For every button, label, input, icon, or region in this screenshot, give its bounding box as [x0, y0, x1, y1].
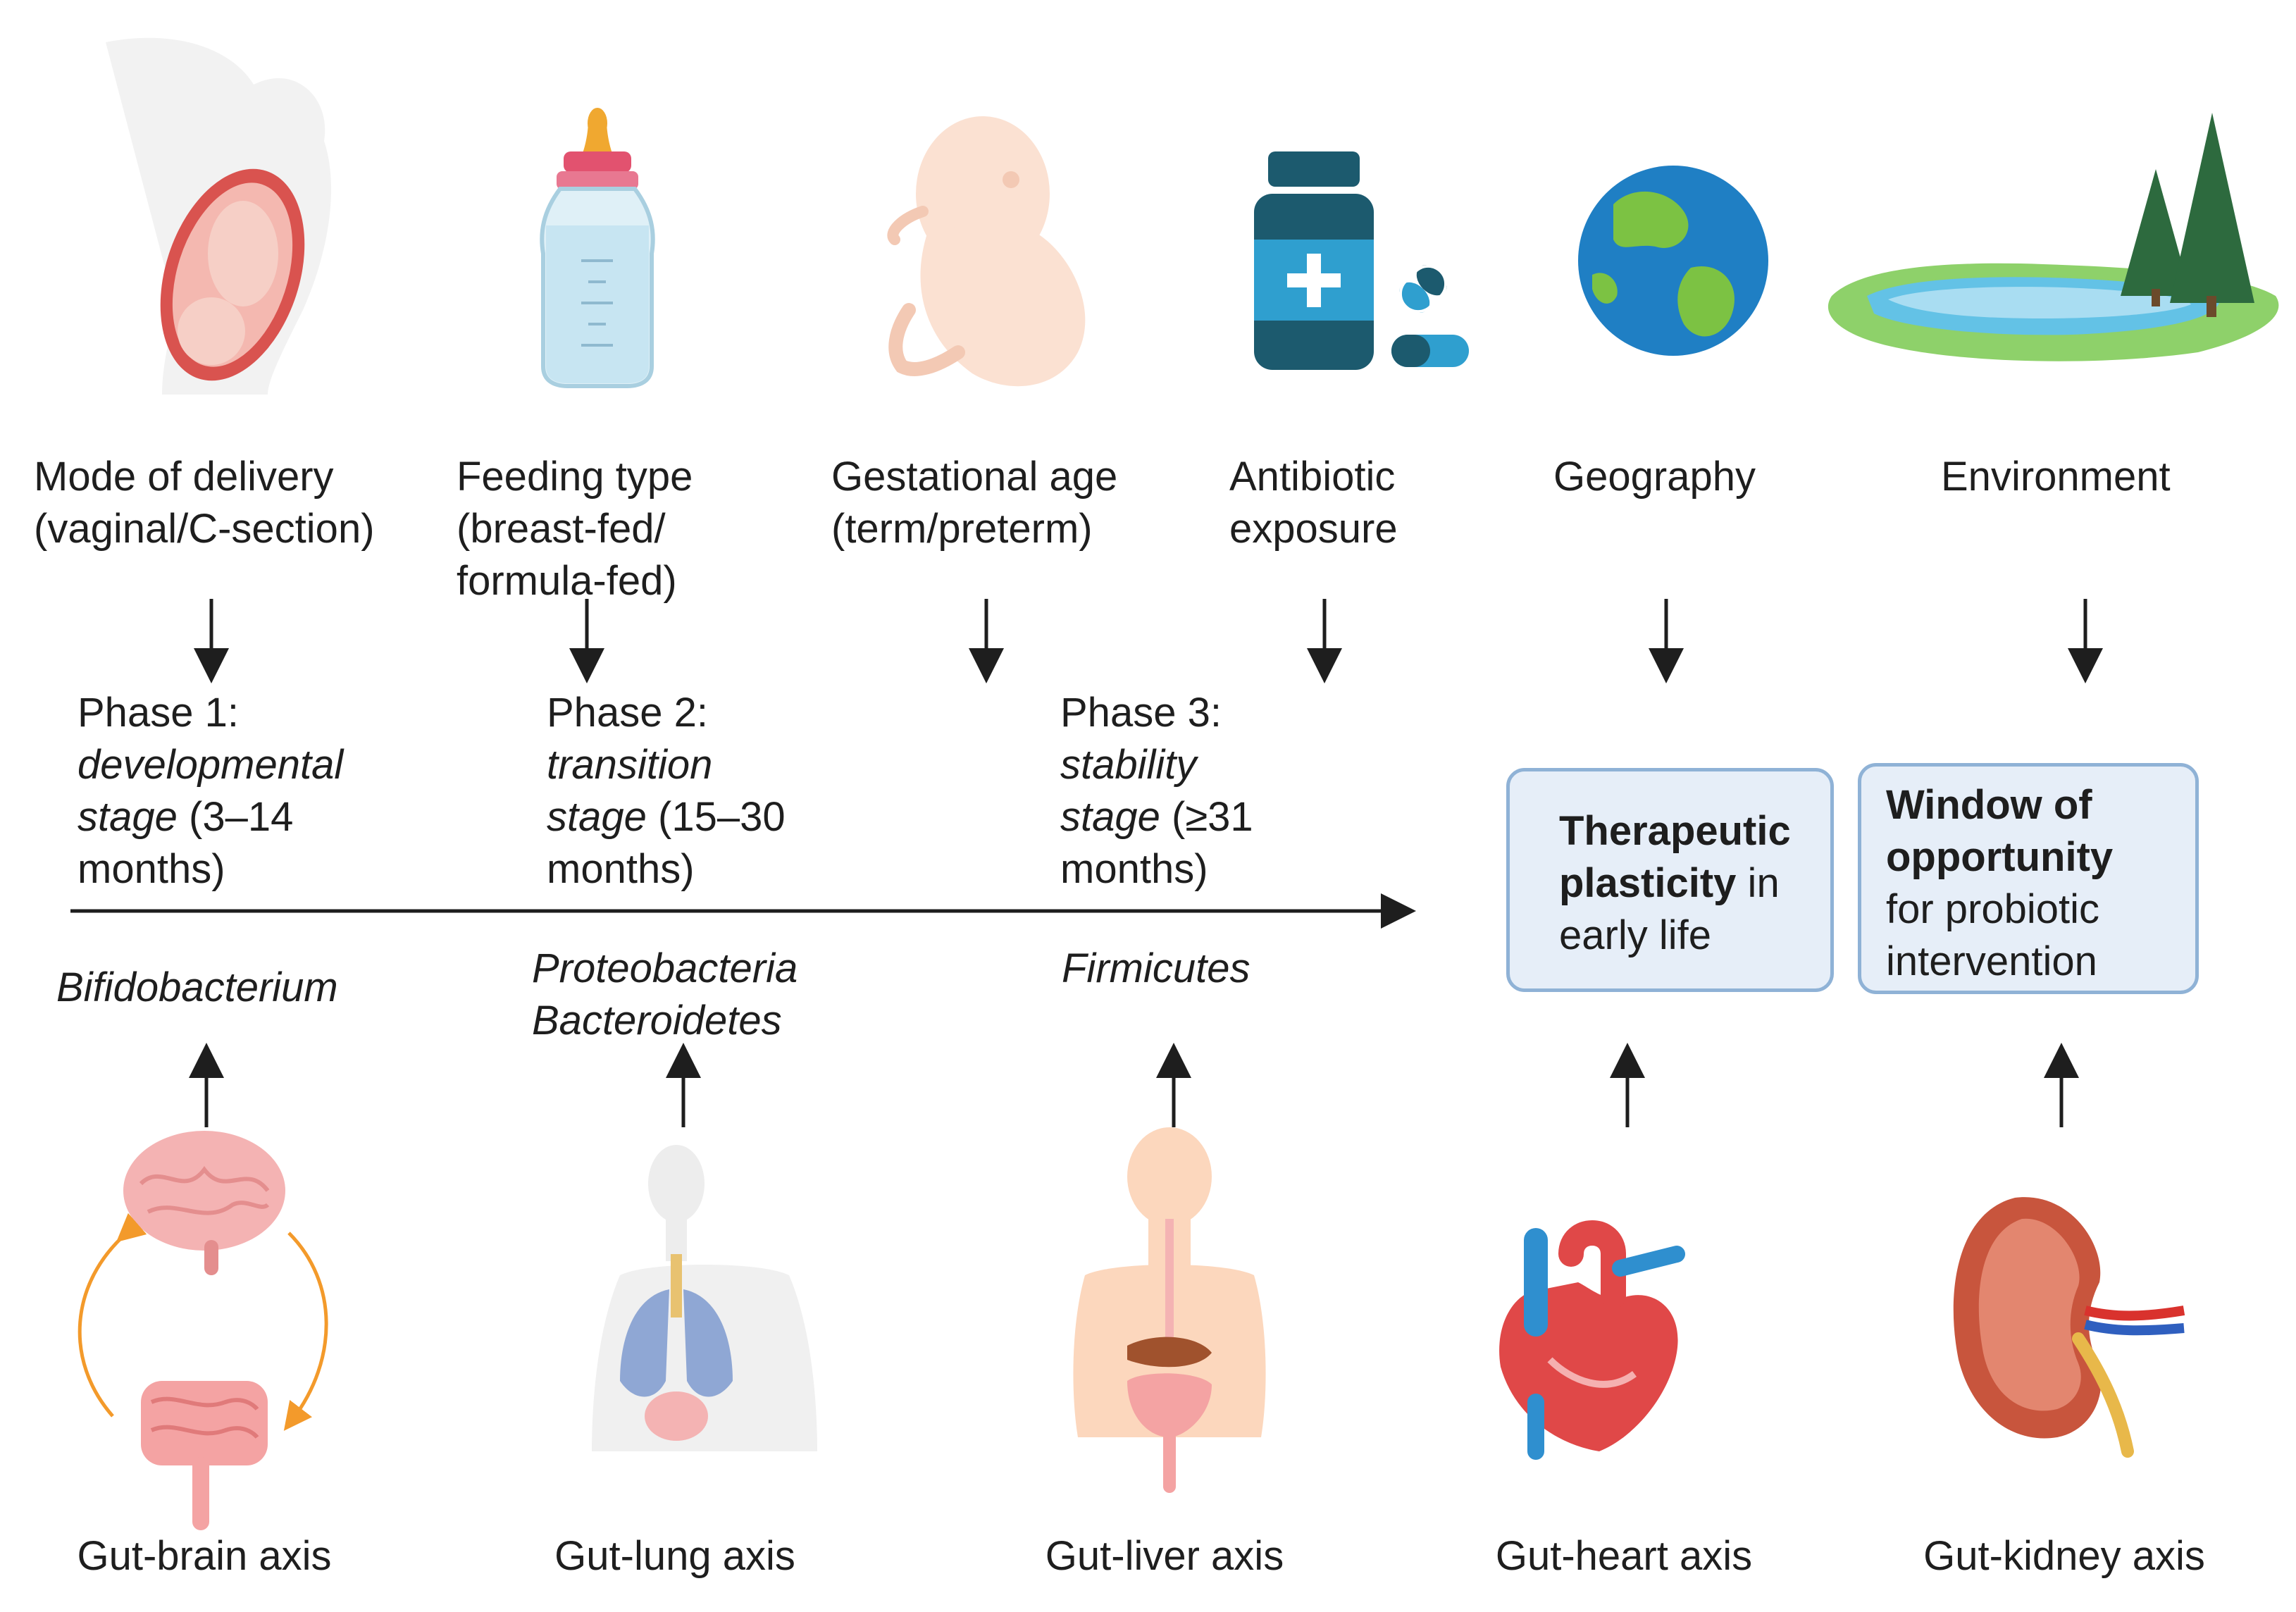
factor-line: (vaginal/C-section)	[34, 506, 375, 552]
window-of-opportunity-box: Window of opportunity for probiotic inte…	[1858, 763, 2199, 994]
phase-range: (3–14	[177, 794, 294, 840]
phase-range: (≥31	[1160, 794, 1253, 840]
taxon-name: Bifidobacterium	[56, 965, 338, 1010]
lake-trees-icon	[1828, 113, 2279, 361]
fetus-icon	[887, 116, 1086, 387]
globe-icon	[1578, 166, 1768, 356]
phase-2: Phase 2: transition stage (15–30 months)	[547, 687, 786, 895]
axis-label-gut-heart: Gut-heart axis	[1495, 1533, 1753, 1579]
axis-label-gut-liver: Gut-liver axis	[1045, 1533, 1284, 1579]
phase-range-end: months)	[1060, 846, 1208, 892]
phase-range: (15–30	[646, 794, 786, 840]
taxa-phase-3: Firmicutes	[1062, 943, 1250, 995]
factor-line: Geography	[1553, 454, 1756, 500]
taxon-name: Firmicutes	[1062, 946, 1251, 991]
box-bold-text: Therapeutic	[1559, 808, 1791, 854]
box-text: intervention	[1886, 938, 2097, 984]
taxa-phase-1: Bifidobacterium	[56, 962, 338, 1014]
phase-stage-word: transition	[547, 742, 713, 788]
axis-label-gut-brain: Gut-brain axis	[77, 1533, 332, 1579]
factor-feeding: Feeding type (breast-fed/ formula-fed)	[457, 451, 693, 607]
kidney-icon	[1953, 1197, 2185, 1458]
box-bold-text: opportunity	[1886, 834, 2114, 880]
phase-title: Phase 1:	[77, 690, 239, 736]
factor-line: Environment	[1941, 454, 2171, 500]
taxa-phase-2: Proteobacteria Bacteroidetes	[532, 943, 798, 1047]
box-text: early life	[1559, 912, 1711, 958]
factor-line: formula-fed)	[457, 558, 677, 604]
therapeutic-plasticity-box: Therapeutic plasticity in early life	[1506, 768, 1834, 992]
heart-icon	[1499, 1220, 1685, 1460]
factor-geography: Geography	[1553, 451, 1756, 503]
phase-stage: stage	[1060, 794, 1160, 840]
box-text: in	[1736, 860, 1780, 906]
axis-arrows	[189, 1043, 2079, 1127]
box-bold-text: Window of	[1886, 782, 2092, 828]
phase-stage-word: developmental	[77, 742, 344, 788]
brain-gut-icon	[77, 1131, 328, 1530]
factor-antibiotic: Antibiotic exposure	[1229, 451, 1398, 555]
phase-3: Phase 3: stability stage (≥31 months)	[1060, 687, 1253, 895]
phase-title: Phase 3:	[1060, 690, 1222, 736]
factor-line: Antibiotic	[1229, 454, 1396, 500]
phase-title: Phase 2:	[547, 690, 708, 736]
phase-range-end: months)	[547, 846, 695, 892]
factor-delivery: Mode of delivery (vaginal/C-section)	[34, 451, 375, 555]
phase-stage: stage	[77, 794, 178, 840]
lungs-icon	[592, 1145, 817, 1451]
factor-line: (term/preterm)	[831, 506, 1093, 552]
factor-line: (breast-fed/	[457, 506, 666, 552]
medicine-bottle-icon	[1254, 151, 1469, 370]
factor-line: exposure	[1229, 506, 1398, 552]
baby-bottle-icon	[540, 108, 655, 388]
axis-label-gut-lung: Gut-lung axis	[554, 1533, 795, 1579]
liver-digestive-icon	[1073, 1127, 1266, 1493]
factor-gestational-age: Gestational age (term/preterm)	[831, 451, 1117, 555]
phase-1: Phase 1: developmental stage (3–14 month…	[77, 687, 343, 895]
factor-line: Gestational age	[831, 454, 1118, 500]
phase-range-end: months)	[77, 846, 225, 892]
phase-stage: stage	[547, 794, 647, 840]
taxon-name: Bacteroidetes	[532, 998, 782, 1043]
factor-environment: Environment	[1941, 451, 2171, 503]
pregnant-woman-icon	[106, 37, 331, 395]
axis-label-gut-kidney: Gut-kidney axis	[1923, 1533, 2205, 1579]
taxon-name: Proteobacteria	[532, 946, 798, 991]
phase-stage-word: stability	[1060, 742, 1197, 788]
box-text: for probiotic	[1886, 886, 2100, 932]
factor-line: Mode of delivery	[34, 454, 334, 500]
factor-line: Feeding type	[457, 454, 693, 500]
factor-arrows	[194, 599, 2103, 683]
box-bold-text: plasticity	[1559, 860, 1737, 906]
